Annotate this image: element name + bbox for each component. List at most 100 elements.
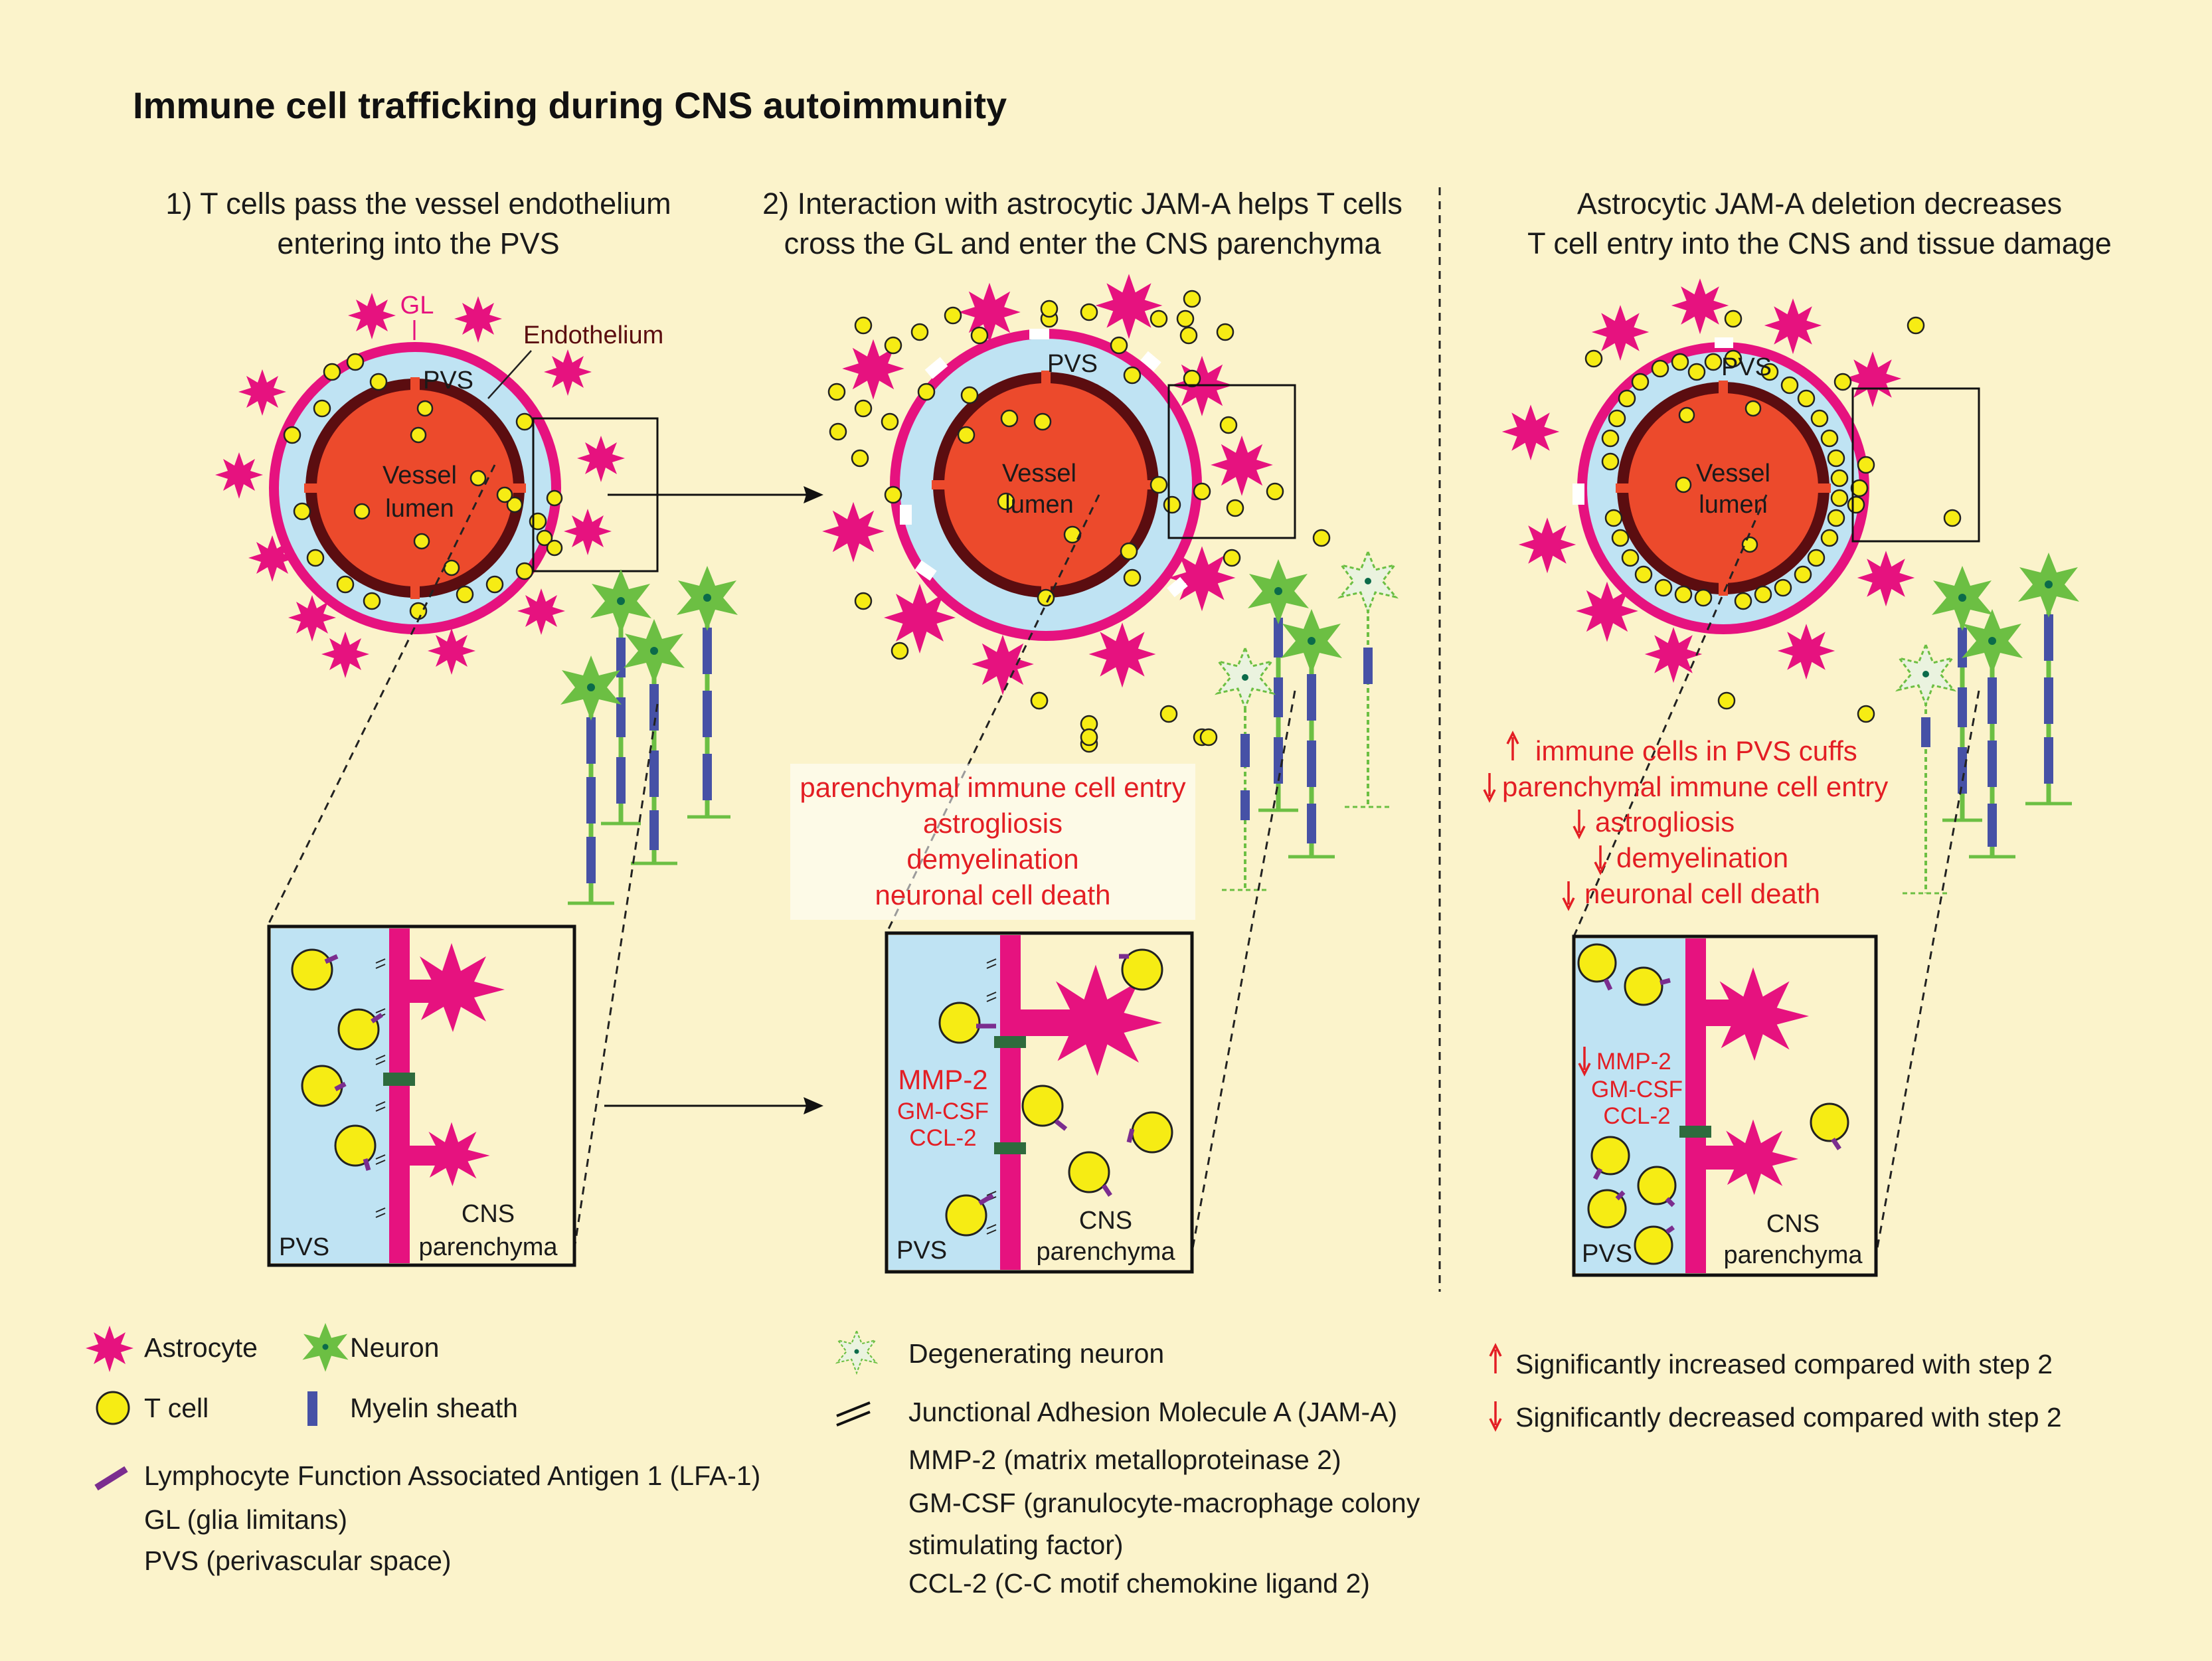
lumen-label-line2: lumen [1005,491,1074,519]
legend-mmp2: MMP-2 (matrix metalloproteinase 2) [908,1444,1341,1475]
gl-breaks [900,329,1188,598]
panel2-vessel: PVS Vessel lumen [822,274,1331,753]
effect-line: demyelination [906,843,1078,875]
arrow-up-icon [1489,1343,1502,1373]
effect-row: immune cells in PVS cuffs [1506,731,1857,766]
lfa-1 [976,954,1135,1206]
vessel-lumen [1628,393,1818,583]
factor-gmcsf: GM-CSF [897,1098,989,1124]
jam-a-marks [375,958,386,1218]
step-arrowhead-top [804,486,823,503]
lfa-1 [324,954,383,1171]
legend-myelin: Myelin sheath [350,1393,518,1423]
step-arrowhead-bottom [804,1097,823,1114]
lumen-label-line1: Vessel [383,462,457,489]
panel3-heading-line2: T cell entry into the CNS and tissue dam… [1527,226,2112,260]
panel3-zoom-lines [1573,494,1980,1256]
legend-gmcsf-line2: stimulating factor) [908,1530,1124,1560]
legend-t-cell: T cell [144,1393,209,1423]
panel3-effects: immune cells in PVS cuffs parenchymal im… [1483,731,1888,911]
effect-line: neuronal cell death [875,879,1111,911]
jam-a-marks [986,958,997,1235]
panel1-zoom-lines [268,464,659,1249]
panel2-effects: parenchymal immune cell entry astroglios… [800,772,1185,911]
panel1-heading-line2: entering into the PVS [277,226,559,260]
t-cells [1577,943,1849,1265]
effect-row: neuronal cell death [1562,878,1820,911]
jam-a-icon [836,1401,871,1427]
legend-jama: Junctional Adhesion Molecule A (JAM-A) [908,1397,1397,1427]
effect-line: neuronal cell death [1584,878,1820,909]
legend-astrocyte: Astrocyte [144,1332,258,1363]
zoom-region [1851,387,1980,543]
panel3-neurons [1897,553,2079,895]
panel2-inset: MMP-2 GM-CSF CCL-2 PVS CNS parenchyma [885,931,1194,1274]
panel2-heading-line1: 2) Interaction with astrocytic JAM-A hel… [762,187,1403,220]
panel1-heading-line1: 1) T cells pass the vessel endothelium [165,187,671,220]
legend-degenerating: Degenerating neuron [908,1338,1164,1369]
panel2-heading-line2: cross the GL and enter the CNS parenchym… [784,226,1382,260]
legend-decreased: Significantly decreased compared with st… [1515,1402,2062,1433]
legend-gl: GL (glia limitans) [144,1504,347,1535]
legend: Astrocyte Neuron T cell Myelin sheath Ly… [86,1323,2062,1599]
inset-parenchyma-label-line2: parenchyma [418,1233,558,1261]
t-cells [1584,309,1962,723]
arrow-up-icon [1506,731,1519,760]
t-cell-icon [96,1391,130,1425]
arrow-down-icon [1562,881,1575,911]
factor-mmp2: MMP-2 [898,1064,987,1095]
effect-line: immune cells in PVS cuffs [1535,735,1857,766]
pvs-label: PVS [1047,350,1098,378]
panel1-inset: PVS CNS parenchyma [267,924,576,1267]
lumen-label-line2: lumen [385,495,454,523]
t-cells [938,948,1173,1237]
vessel-lumen [944,383,1148,586]
effect-line: astrogliosis [1595,806,1735,837]
inset-pvs-label: PVS [1582,1240,1632,1268]
arrow-down-icon [1594,845,1607,875]
effect-row: demyelination [1594,842,1788,875]
gl-break [1573,483,1584,505]
jam-a-junction [383,1073,415,1086]
gl-label: GL [400,292,434,319]
effect-line: astrogliosis [923,808,1063,839]
panel2-effects-backdrop [790,764,1195,920]
t-cells [291,948,380,1167]
pvs-label: PVS [423,367,473,394]
legend-pvs: PVS (perivascular space) [144,1545,452,1576]
jam-a-junction [994,1036,1026,1048]
zoom-region [1167,384,1296,539]
gl-break [1715,337,1733,348]
glia-limitans [389,928,410,1263]
endothelium-label: Endothelium [523,321,663,349]
pvs-label: PVS [1721,353,1772,381]
endothelial-junctions [1616,381,1831,596]
factor-ccl2: CCL-2 [1603,1103,1670,1129]
factor-mmp2: MMP-2 [1596,1049,1671,1075]
legend-increased: Significantly increased compared with st… [1515,1349,2053,1379]
lumen-label-line2: lumen [1699,491,1768,519]
jam-a-junction [994,1142,1026,1154]
legend-lfa1: Lymphocyte Function Associated Antigen 1… [144,1460,760,1491]
lfa1-icon [94,1466,128,1491]
arrow-down-icon [1573,810,1586,839]
effect-row: parenchymal immune cell entry [1483,771,1888,803]
panel3-vessel: PVS Vessel lumen [1501,278,1980,723]
t-cells [827,290,1331,753]
inset-pvs-label: PVS [279,1233,329,1261]
endothelium-pointer [487,350,532,399]
inset-parenchyma-label-line2: parenchyma [1036,1238,1175,1266]
myelin-icon [307,1391,317,1426]
inset-parenchyma-label-line2: parenchyma [1723,1241,1863,1269]
legend-ccl2: CCL-2 (C-C motif chemokine ligand 2) [908,1568,1370,1599]
effect-row: astrogliosis [1573,806,1735,839]
arrow-down-icon [1489,1401,1502,1432]
effect-line: parenchymal immune cell entry [1502,771,1888,802]
legend-gmcsf-line1: GM-CSF (granulocyte-macrophage colony [908,1488,1420,1518]
inset-parenchyma-label-line1: CNS [1079,1207,1132,1235]
lumen-label-line1: Vessel [1696,460,1770,487]
arrow-down-icon [1483,773,1496,803]
lumen-label-line1: Vessel [1002,460,1076,487]
jam-a-junction [1679,1126,1711,1138]
